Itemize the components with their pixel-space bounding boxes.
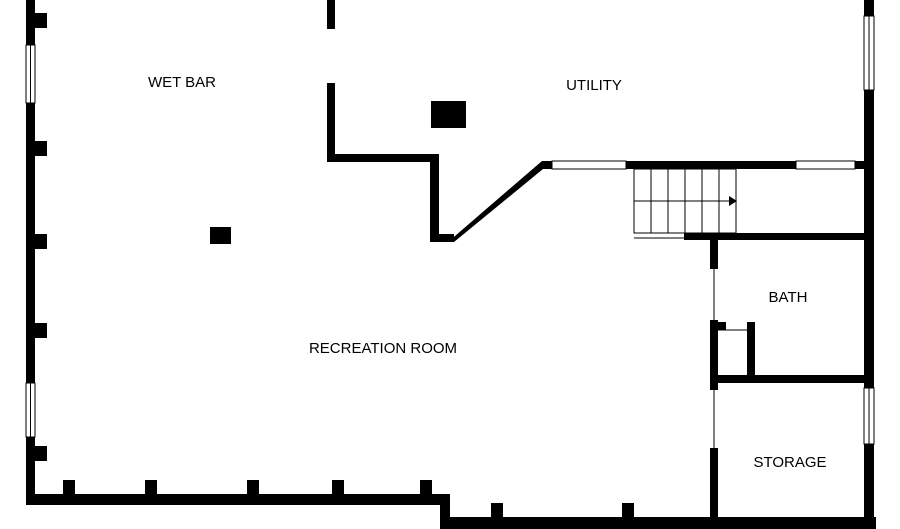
bottom-exterior-wall-left [26,480,450,505]
bottom-exterior-wall-right [440,494,876,529]
column-recreation [210,227,231,244]
room-label-utility: UTILITY [566,77,622,94]
room-label-recreation-room: RECREATION ROOM [309,340,457,357]
bath-storage-walls [684,233,874,529]
left-exterior-wall [26,0,47,505]
left-window-lower [25,382,36,438]
utility-bottom-wall [626,161,874,169]
utility-partition-wall [327,0,552,242]
right-window-lower [863,387,875,445]
arrow-right-icon [729,196,737,206]
column-utility [431,101,466,128]
staircase [633,168,737,239]
left-window-upper [25,44,36,104]
right-window-upper [863,15,875,91]
room-label-wet-bar: WET BAR [148,74,216,91]
bath-door-opening [713,269,747,331]
room-label-bath: BATH [769,289,808,306]
utility-bottom-opening [551,160,856,170]
utility-door-opening [328,29,334,83]
room-label-storage: STORAGE [753,454,826,471]
